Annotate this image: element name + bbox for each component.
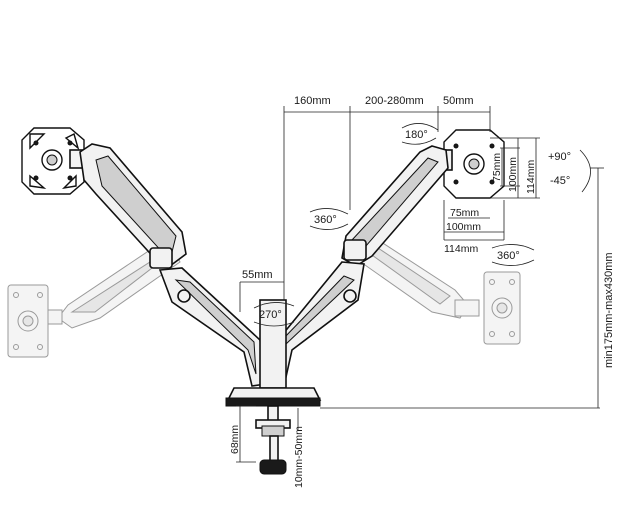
label-clamp-range: 10mm-50mm <box>293 426 305 488</box>
left-lower-arm <box>158 267 267 387</box>
dimension-lines <box>236 106 604 463</box>
ghost-right-plate <box>483 271 521 345</box>
label-vesa-114-vertical: 114mm <box>525 160 537 194</box>
ghost-right-arm <box>349 235 480 319</box>
label-vesa-75-horizontal: 75mm <box>450 207 479 219</box>
label-vesa-75-vertical: 75mm <box>491 153 503 182</box>
base-clamp <box>225 299 322 475</box>
label-160mm: 160mm <box>294 95 331 107</box>
label-height-range: min175mm-max430mm <box>603 252 615 368</box>
label-50mm: 50mm <box>443 95 474 107</box>
label-vesa-114-horizontal: 114mm <box>444 243 478 255</box>
label-rotate-360-right: 360° <box>497 250 520 262</box>
label-vesa-100-horizontal: 100mm <box>446 221 481 233</box>
label-55mm: 55mm <box>242 269 273 281</box>
right-vesa-plate <box>435 129 505 199</box>
label-clamp-height: 68mm <box>229 425 241 454</box>
label-tilt-up: +90° <box>548 151 571 163</box>
left-vesa-plate <box>21 127 89 195</box>
ghost-left-plate <box>7 284 49 358</box>
label-rotate-360-mid: 360° <box>314 214 337 226</box>
dimension-labels: 160mm 200-280mm 50mm 180° 360° 360° 270°… <box>229 95 615 488</box>
label-rotate-270: 270° <box>259 309 282 321</box>
label-rotate-180: 180° <box>405 129 428 141</box>
left-upper-arm <box>79 143 187 269</box>
label-tilt-down: -45° <box>550 175 570 187</box>
rotation-arcs <box>253 123 591 327</box>
right-upper-arm <box>341 145 449 267</box>
label-200-280mm: 200-280mm <box>365 95 424 107</box>
label-vesa-100-vertical: 100mm <box>507 157 519 192</box>
